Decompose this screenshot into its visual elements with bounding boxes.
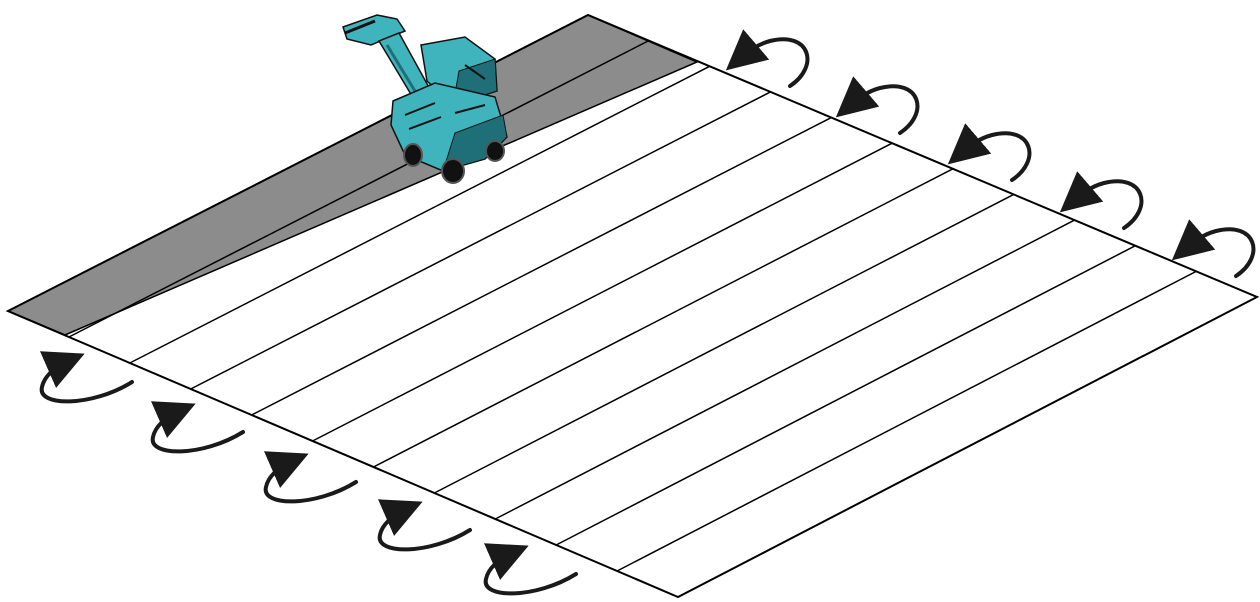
far-turn-arrow-5 (1171, 219, 1256, 278)
completed-lane (6, 14, 699, 336)
far-turn-arrow-1 (725, 29, 810, 88)
near-turn-arrow-5 (483, 543, 578, 596)
machine-handle-grip (344, 19, 376, 35)
lane-divider-6 (373, 168, 954, 468)
floor-outline (5, 13, 1260, 599)
lane-divider-4 (251, 116, 832, 416)
near-turn-arrow-3 (263, 451, 358, 504)
lane-lines (68, 39, 1197, 572)
far-turn-arrow-4 (1059, 171, 1144, 230)
near-turn-arrow-4 (377, 499, 472, 552)
near-turn-arrow-1 (39, 351, 134, 404)
far-edge-turn-arrows (725, 29, 1256, 278)
lane-divider-10 (616, 270, 1197, 572)
lane-divider-3 (190, 91, 771, 390)
lane-divider-5 (312, 142, 893, 442)
near-edge-turn-arrows (39, 351, 578, 596)
near-turn-arrow-2 (150, 401, 245, 454)
far-turn-arrow-3 (947, 123, 1032, 182)
machine-wheel-right (485, 140, 505, 162)
lane-divider-8 (494, 219, 1075, 520)
lane-divider-1 (68, 39, 650, 338)
machine-body-shade (442, 114, 508, 172)
far-turn-arrow-2 (835, 76, 920, 135)
lane-divider-2 (129, 65, 710, 364)
lane-divider-9 (555, 245, 1136, 546)
lane-divider-7 (434, 193, 1015, 494)
machine-handle (342, 14, 407, 46)
machine-wheel-front (441, 158, 465, 184)
machine-wheel-left (403, 143, 423, 167)
machine-details (404, 64, 486, 130)
shot-blasting-machine-icon (342, 14, 508, 184)
